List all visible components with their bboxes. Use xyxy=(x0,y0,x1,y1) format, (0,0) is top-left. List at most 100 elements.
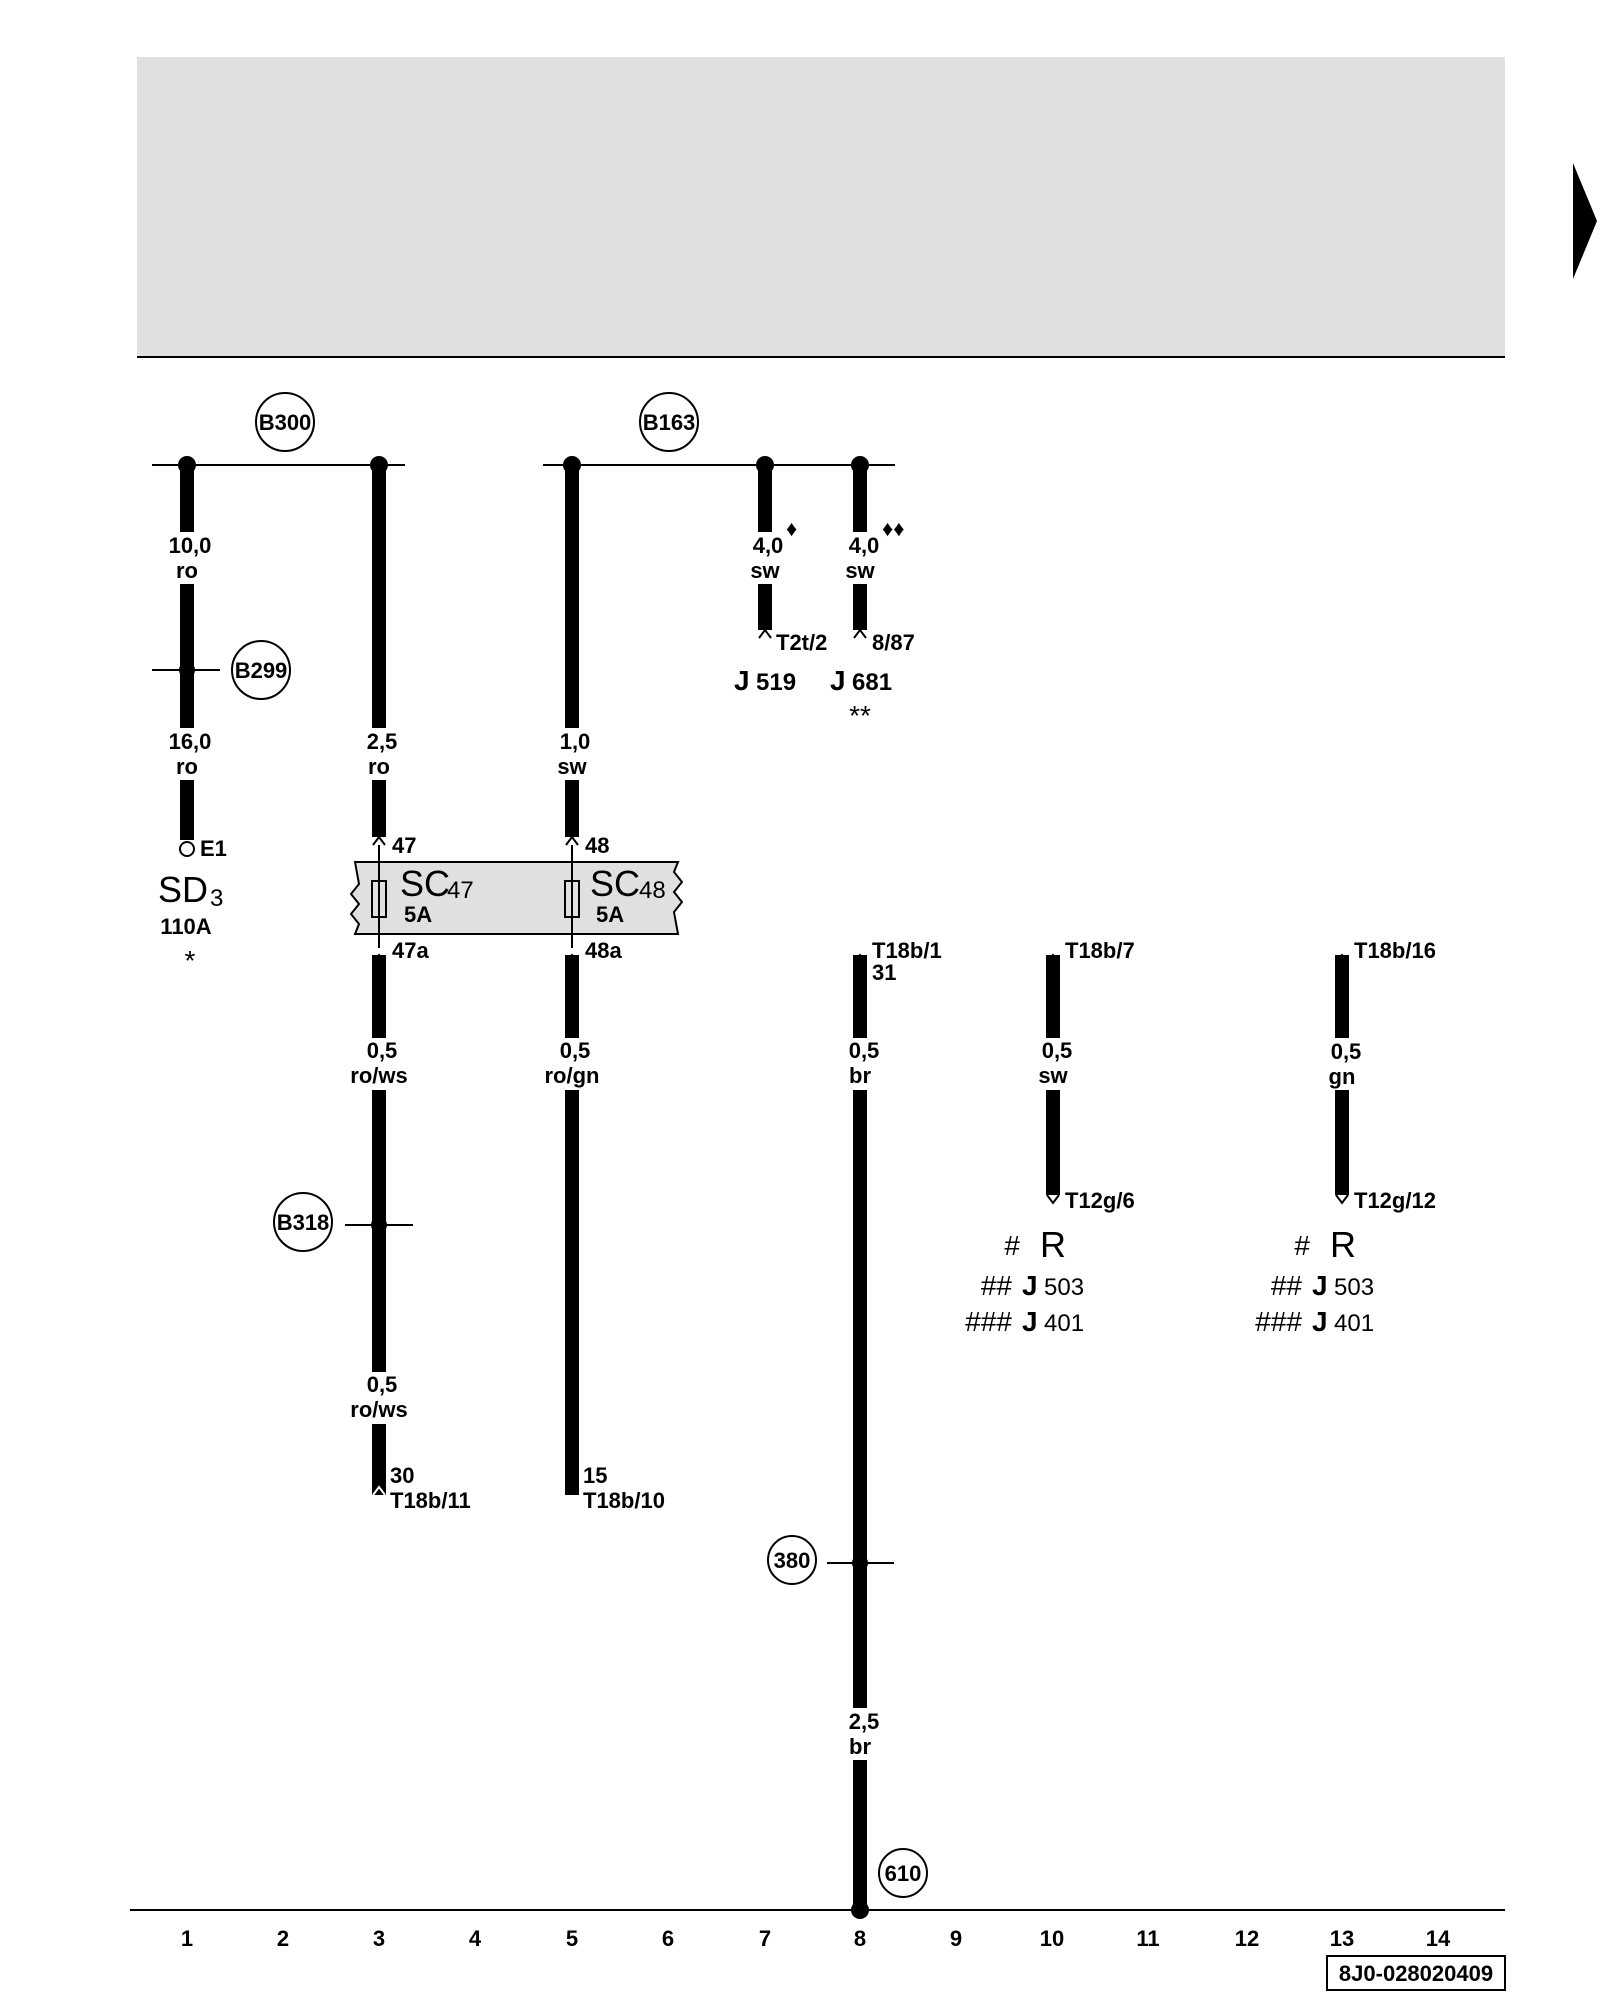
wire-size-label: 0,5 xyxy=(1331,1039,1362,1064)
terminal-label: 31 xyxy=(872,960,896,985)
svg-text:R: R xyxy=(1040,1224,1066,1265)
column-number: 6 xyxy=(662,1926,674,1951)
svg-text:B300: B300 xyxy=(259,410,312,435)
terminal-label: T18b/10 xyxy=(583,1488,665,1513)
terminal-label: 48 xyxy=(585,833,609,858)
wire-size-label: 4,0 xyxy=(849,533,880,558)
terminal-label: T12g/6 xyxy=(1065,1188,1135,1213)
svg-text:B299: B299 xyxy=(235,658,288,683)
wire-color-label: sw xyxy=(557,754,587,779)
junction-dot xyxy=(371,1217,387,1233)
terminal-label: 47 xyxy=(392,833,416,858)
terminal-label: T12g/12 xyxy=(1354,1188,1436,1213)
terminal-label: 47a xyxy=(392,938,429,963)
column-number: 11 xyxy=(1136,1926,1159,1951)
column-number: 8 xyxy=(854,1926,866,1951)
wire-color-label: ro/ws xyxy=(350,1397,407,1422)
svg-text:5A: 5A xyxy=(596,902,624,927)
wire-col5-lower xyxy=(565,955,579,1495)
diamond-marker: ♦♦ xyxy=(882,516,904,541)
ground-point-610: 610 xyxy=(878,1848,928,1898)
svg-text:47: 47 xyxy=(447,877,474,904)
terminal-label: E1 xyxy=(200,836,227,861)
component-sd3: SD 3 110A * xyxy=(158,869,223,976)
svg-text:681: 681 xyxy=(852,669,892,696)
doc-number: 8J0-028020409 xyxy=(1339,1961,1493,1986)
ground-point-b163: B163 xyxy=(639,392,699,452)
terminal-label: T18b/7 xyxy=(1065,938,1135,963)
diamond-marker: ♦ xyxy=(786,516,797,541)
svg-text:503: 503 xyxy=(1334,1274,1374,1301)
svg-text:###: ### xyxy=(1255,1306,1302,1337)
component-group-col13: # R ## J 503 ### J 401 xyxy=(1255,1224,1374,1337)
svg-text:J: J xyxy=(830,665,846,696)
wire-color-label: ro/ws xyxy=(350,1063,407,1088)
svg-text:J: J xyxy=(1312,1270,1328,1301)
svg-text:J: J xyxy=(1312,1306,1328,1337)
terminal-e1-icon xyxy=(179,841,195,857)
svg-text:*: * xyxy=(185,945,196,976)
wire-size-label: 1,0 xyxy=(560,729,591,754)
wire-size-label: 4,0 xyxy=(753,533,784,558)
column-number: 1 xyxy=(181,1926,193,1951)
svg-text:SD: SD xyxy=(158,869,208,910)
junction-dot xyxy=(370,456,388,474)
column-number: 7 xyxy=(759,1926,771,1951)
svg-text:3: 3 xyxy=(210,885,223,912)
column-number: 12 xyxy=(1235,1926,1259,1951)
wire-col5 xyxy=(565,465,579,837)
wire-col1 xyxy=(180,465,194,840)
wire-color-label: ro/gn xyxy=(545,1063,600,1088)
triangle-right-icon[interactable] xyxy=(1573,163,1597,279)
terminal-label: T18b/11 xyxy=(390,1488,471,1513)
terminal-label: T2t/2 xyxy=(776,630,827,655)
terminal-label: 30 xyxy=(390,1463,414,1488)
wire-size-label: 16,0 xyxy=(169,729,212,754)
svg-text:48: 48 xyxy=(639,877,666,904)
wire-size-label: 10,0 xyxy=(169,533,212,558)
wire-color-label: sw xyxy=(750,558,780,583)
svg-text:#: # xyxy=(1004,1230,1020,1261)
ground-point-380: 380 xyxy=(767,1535,817,1585)
svg-text:503: 503 xyxy=(1044,1274,1084,1301)
wire-color-label: gn xyxy=(1329,1064,1356,1089)
junction-dot xyxy=(179,662,195,678)
svg-text:#: # xyxy=(1294,1230,1310,1261)
component-sc47: SC 47 5A xyxy=(400,863,474,927)
doc-number-box: 8J0-028020409 xyxy=(1326,1955,1506,1991)
column-number: 5 xyxy=(566,1926,578,1951)
svg-text:519: 519 xyxy=(756,669,796,696)
svg-text:SC: SC xyxy=(400,863,450,904)
svg-text:380: 380 xyxy=(774,1548,811,1573)
component-group-col10: # R ## J 503 ### J 401 xyxy=(965,1224,1084,1337)
svg-text:110A: 110A xyxy=(160,914,211,939)
component-j519: J 519 xyxy=(734,665,796,696)
column-number: 9 xyxy=(950,1926,962,1951)
terminal-label: 48a xyxy=(585,938,622,963)
wire-col8-main xyxy=(853,955,867,1910)
wire-size-label: 0,5 xyxy=(560,1038,591,1063)
wire-color-label: br xyxy=(849,1734,871,1759)
svg-text:401: 401 xyxy=(1334,1310,1374,1337)
wire-size-label: 0,5 xyxy=(1042,1038,1073,1063)
svg-text:J: J xyxy=(1022,1306,1038,1337)
ground-point-b299: B299 xyxy=(231,640,291,700)
component-j681: J 681 ** xyxy=(830,665,892,731)
wire-size-label: 0,5 xyxy=(849,1038,880,1063)
svg-text:610: 610 xyxy=(885,1861,922,1886)
ground-point-b318: B318 xyxy=(273,1192,333,1252)
svg-text:B318: B318 xyxy=(277,1210,330,1235)
svg-text:##: ## xyxy=(981,1270,1013,1301)
junction-dot xyxy=(851,456,869,474)
wire-color-label: br xyxy=(849,1063,871,1088)
junction-dot xyxy=(563,456,581,474)
ground-point-b300: B300 xyxy=(255,392,315,452)
wire-color-label: ro xyxy=(368,754,390,779)
wire-color-label: ro xyxy=(176,558,198,583)
junction-dot xyxy=(852,1555,868,1571)
junction-dot xyxy=(756,456,774,474)
svg-text:**: ** xyxy=(849,700,871,731)
column-number: 14 xyxy=(1426,1926,1451,1951)
column-number: 3 xyxy=(373,1926,385,1951)
